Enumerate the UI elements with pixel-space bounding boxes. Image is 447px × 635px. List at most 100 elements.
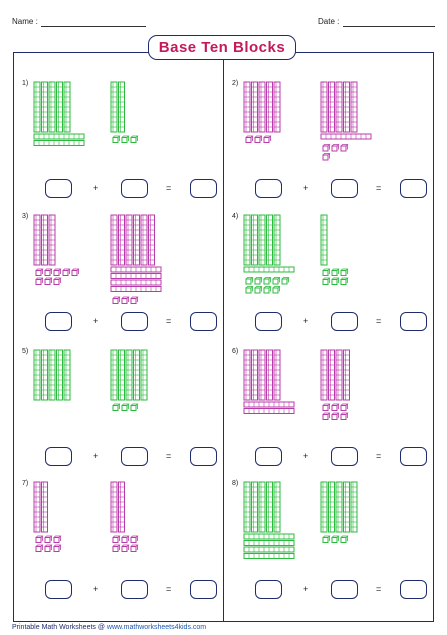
unit-cube xyxy=(331,535,340,543)
unit-cube xyxy=(331,268,340,276)
plus-sign: + xyxy=(93,451,99,461)
answer-box-addend-1[interactable] xyxy=(45,312,72,331)
ten-rod xyxy=(110,349,118,401)
problem-number: 2) xyxy=(232,80,239,87)
ten-rod xyxy=(328,481,335,533)
plus-sign: + xyxy=(303,183,309,193)
hundred-flat xyxy=(110,273,162,279)
ten-rod xyxy=(110,81,118,133)
ten-rod xyxy=(266,481,273,533)
unit-cube xyxy=(35,277,44,285)
ten-rod xyxy=(48,214,56,266)
date-line[interactable] xyxy=(343,26,435,27)
unit-cube xyxy=(322,268,331,276)
ten-rod xyxy=(273,349,281,401)
ten-rod xyxy=(251,214,258,266)
answer-box-addend-2[interactable] xyxy=(331,179,358,198)
unit-cube xyxy=(130,535,139,543)
answer-box-addend-2[interactable] xyxy=(121,447,148,466)
answer-box-addend-2[interactable] xyxy=(331,580,358,599)
hundred-flat xyxy=(243,546,295,553)
footer: Printable Math Worksheets @ www.mathwork… xyxy=(12,624,206,631)
blocks-illustration xyxy=(33,81,139,146)
answer-box-addend-1[interactable] xyxy=(45,580,72,599)
answer-box-addend-1[interactable] xyxy=(255,179,282,198)
answer-box-addend-1[interactable] xyxy=(45,447,72,466)
ten-rod xyxy=(335,349,343,401)
name-line[interactable] xyxy=(41,26,146,27)
plus-sign: + xyxy=(93,584,99,594)
answer-box-addend-1[interactable] xyxy=(255,580,282,599)
unit-cube xyxy=(112,296,121,304)
ten-rod xyxy=(320,81,328,133)
unit-cube xyxy=(272,286,281,294)
unit-cube xyxy=(62,268,71,276)
ten-rod xyxy=(125,214,133,266)
unit-cube xyxy=(254,286,263,294)
problem-number: 7) xyxy=(22,480,29,487)
ten-rod xyxy=(33,81,41,133)
unit-cube xyxy=(340,144,349,152)
answer-box-sum[interactable] xyxy=(190,580,217,599)
ten-rod xyxy=(133,214,140,266)
plus-sign: + xyxy=(303,584,309,594)
unit-cube xyxy=(340,535,349,543)
blocks-illustration xyxy=(243,81,372,161)
footer-link[interactable]: www.mathworksheets4kids.com xyxy=(106,624,207,631)
answer-box-sum[interactable] xyxy=(400,580,427,599)
unit-cube xyxy=(322,535,331,543)
problem-8: 8)+= xyxy=(228,472,428,622)
blocks-illustration xyxy=(243,214,349,294)
answer-box-addend-1[interactable] xyxy=(255,447,282,466)
ten-rod xyxy=(258,81,266,133)
unit-cube xyxy=(245,135,254,143)
answer-box-sum[interactable] xyxy=(400,179,427,198)
unit-cube xyxy=(322,144,331,152)
ten-rod xyxy=(258,481,266,533)
blocks-illustration xyxy=(243,349,350,420)
unit-cube xyxy=(53,535,62,543)
blocks-illustration xyxy=(33,349,148,411)
answer-box-sum[interactable] xyxy=(400,447,427,466)
ten-rod xyxy=(243,214,251,266)
ten-rod xyxy=(328,349,335,401)
problem-3: 3)+= xyxy=(18,205,218,340)
ten-rod xyxy=(118,481,125,533)
hundred-flat xyxy=(33,140,85,146)
answer-box-addend-2[interactable] xyxy=(331,447,358,466)
answer-box-addend-2[interactable] xyxy=(331,312,358,331)
date-label: Date : xyxy=(318,17,340,26)
answer-box-sum[interactable] xyxy=(190,312,217,331)
answer-box-sum[interactable] xyxy=(190,447,217,466)
ten-rod xyxy=(273,214,281,266)
answer-box-addend-2[interactable] xyxy=(121,179,148,198)
ten-rod xyxy=(41,481,48,533)
answer-box-addend-1[interactable] xyxy=(45,179,72,198)
answer-box-addend-1[interactable] xyxy=(255,312,282,331)
ten-rod xyxy=(41,81,48,133)
unit-cube xyxy=(263,286,272,294)
ten-rod xyxy=(63,81,71,133)
plus-sign: + xyxy=(93,316,99,326)
problem-6: 6)+= xyxy=(228,340,428,472)
plus-sign: + xyxy=(93,183,99,193)
ten-rod xyxy=(350,81,358,133)
unit-cube xyxy=(130,135,139,143)
unit-cube xyxy=(340,412,349,420)
page-title: Base Ten Blocks xyxy=(158,39,286,56)
blocks-illustration xyxy=(243,481,358,559)
answer-box-sum[interactable] xyxy=(400,312,427,331)
unit-cube xyxy=(340,268,349,276)
answer-box-addend-2[interactable] xyxy=(121,312,148,331)
ten-rod xyxy=(320,214,328,266)
problem-number: 1) xyxy=(22,80,29,87)
ten-rod xyxy=(140,349,148,401)
ten-rod xyxy=(41,214,48,266)
answer-box-sum[interactable] xyxy=(190,179,217,198)
problem-number: 6) xyxy=(232,348,239,355)
unit-cube xyxy=(322,153,331,161)
problem-7: 7)+= xyxy=(18,472,218,622)
ten-rod xyxy=(48,349,56,401)
ten-rod xyxy=(266,214,273,266)
answer-box-addend-2[interactable] xyxy=(121,580,148,599)
